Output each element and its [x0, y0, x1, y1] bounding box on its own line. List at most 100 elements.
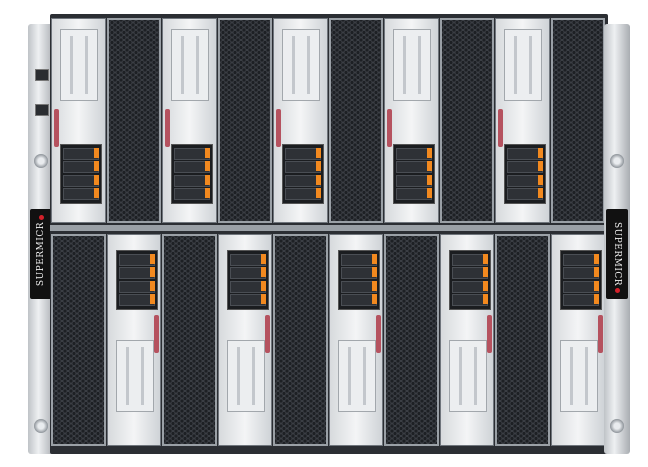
- vent-filler-bay: [106, 18, 161, 223]
- drive-tray[interactable]: [451, 253, 488, 266]
- mid-rail: [50, 225, 608, 231]
- vent-filler-bay: [495, 234, 550, 446]
- release-handle[interactable]: [597, 315, 603, 353]
- release-handle[interactable]: [165, 109, 170, 147]
- drive-tray[interactable]: [451, 267, 488, 280]
- vent-filler-bay: [384, 234, 439, 446]
- drive-tray[interactable]: [507, 147, 543, 160]
- drive-tray[interactable]: [562, 267, 599, 280]
- vent-filler-bay: [273, 234, 328, 446]
- drive-tray[interactable]: [285, 161, 321, 174]
- drive-tray[interactable]: [229, 280, 266, 293]
- compute-node-bay[interactable]: [273, 18, 328, 223]
- release-handle[interactable]: [264, 315, 270, 353]
- pcie-slot-cover: [171, 29, 209, 101]
- pcie-slot-cover: [559, 340, 598, 412]
- pcie-slot-cover: [504, 29, 542, 101]
- pcie-slot-cover: [448, 340, 487, 412]
- drive-cage: [559, 250, 602, 310]
- thumbscrew-icon: [34, 419, 48, 433]
- blade-enclosure: [50, 14, 608, 454]
- drive-tray[interactable]: [63, 188, 99, 201]
- drive-tray[interactable]: [229, 253, 266, 266]
- drive-tray[interactable]: [285, 174, 321, 187]
- drive-tray[interactable]: [118, 280, 155, 293]
- drive-tray[interactable]: [507, 161, 543, 174]
- release-handle[interactable]: [375, 315, 381, 353]
- drive-cage: [226, 250, 269, 310]
- drive-tray[interactable]: [340, 294, 377, 307]
- drive-tray[interactable]: [174, 188, 210, 201]
- drive-tray[interactable]: [174, 147, 210, 160]
- drive-tray[interactable]: [118, 267, 155, 280]
- drive-tray[interactable]: [396, 161, 432, 174]
- drive-tray[interactable]: [451, 280, 488, 293]
- release-handle[interactable]: [54, 109, 59, 147]
- drive-tray[interactable]: [340, 280, 377, 293]
- brand-logo-right: SUPERMICR: [606, 209, 628, 299]
- compute-node-bay[interactable]: [217, 234, 272, 446]
- drive-tray[interactable]: [63, 174, 99, 187]
- server-chassis: SUPERMICR SUPERMICR: [28, 14, 630, 454]
- drive-cage: [393, 144, 435, 204]
- drive-cage: [282, 144, 324, 204]
- pcie-slot-cover: [393, 29, 431, 101]
- release-handle[interactable]: [486, 315, 492, 353]
- brand-logo-text: SUPERMICR: [36, 221, 46, 287]
- network-port[interactable]: [35, 69, 49, 81]
- left-rack-ear: SUPERMICR: [28, 24, 54, 454]
- compute-node-bay[interactable]: [106, 234, 161, 446]
- brand-logo-text: SUPERMICR: [612, 221, 622, 287]
- release-handle[interactable]: [153, 315, 159, 353]
- compute-node-bay[interactable]: [550, 234, 605, 446]
- drive-tray[interactable]: [285, 147, 321, 160]
- compute-node-bay[interactable]: [384, 18, 439, 223]
- drive-tray[interactable]: [229, 267, 266, 280]
- brand-logo-left: SUPERMICR: [30, 209, 52, 299]
- thumbscrew-icon: [610, 419, 624, 433]
- drive-tray[interactable]: [174, 161, 210, 174]
- drive-cage: [337, 250, 380, 310]
- vent-filler-bay: [550, 18, 605, 223]
- drive-cage: [60, 144, 102, 204]
- drive-cage: [115, 250, 158, 310]
- drive-tray[interactable]: [562, 253, 599, 266]
- brand-dot-icon: [38, 215, 44, 220]
- drive-cage: [504, 144, 546, 204]
- release-handle[interactable]: [387, 109, 392, 147]
- drive-tray[interactable]: [285, 188, 321, 201]
- drive-tray[interactable]: [507, 174, 543, 187]
- drive-tray[interactable]: [63, 147, 99, 160]
- drive-tray[interactable]: [507, 188, 543, 201]
- vent-filler-bay: [439, 18, 494, 223]
- pcie-slot-cover: [60, 29, 98, 101]
- compute-node-bay[interactable]: [328, 234, 383, 446]
- brand-dot-icon: [614, 288, 620, 293]
- release-handle[interactable]: [276, 109, 281, 147]
- pcie-slot-cover: [226, 340, 265, 412]
- thumbscrew-icon: [34, 154, 48, 168]
- compute-node-bay[interactable]: [495, 18, 550, 223]
- drive-tray[interactable]: [562, 294, 599, 307]
- drive-tray[interactable]: [63, 161, 99, 174]
- compute-node-bay[interactable]: [439, 234, 494, 446]
- drive-tray[interactable]: [174, 174, 210, 187]
- drive-tray[interactable]: [118, 294, 155, 307]
- drive-tray[interactable]: [118, 253, 155, 266]
- drive-tray[interactable]: [396, 174, 432, 187]
- drive-tray[interactable]: [229, 294, 266, 307]
- compute-node-bay[interactable]: [51, 18, 106, 223]
- drive-tray[interactable]: [562, 280, 599, 293]
- pcie-slot-cover: [115, 340, 154, 412]
- drive-tray[interactable]: [396, 147, 432, 160]
- compute-node-bay[interactable]: [162, 18, 217, 223]
- drive-tray[interactable]: [451, 294, 488, 307]
- drive-tray[interactable]: [340, 267, 377, 280]
- release-handle[interactable]: [498, 109, 503, 147]
- right-rack-ear: SUPERMICR: [604, 24, 630, 454]
- drive-cage: [171, 144, 213, 204]
- drive-tray[interactable]: [340, 253, 377, 266]
- network-port[interactable]: [35, 104, 49, 116]
- drive-tray[interactable]: [396, 188, 432, 201]
- vent-filler-bay: [328, 18, 383, 223]
